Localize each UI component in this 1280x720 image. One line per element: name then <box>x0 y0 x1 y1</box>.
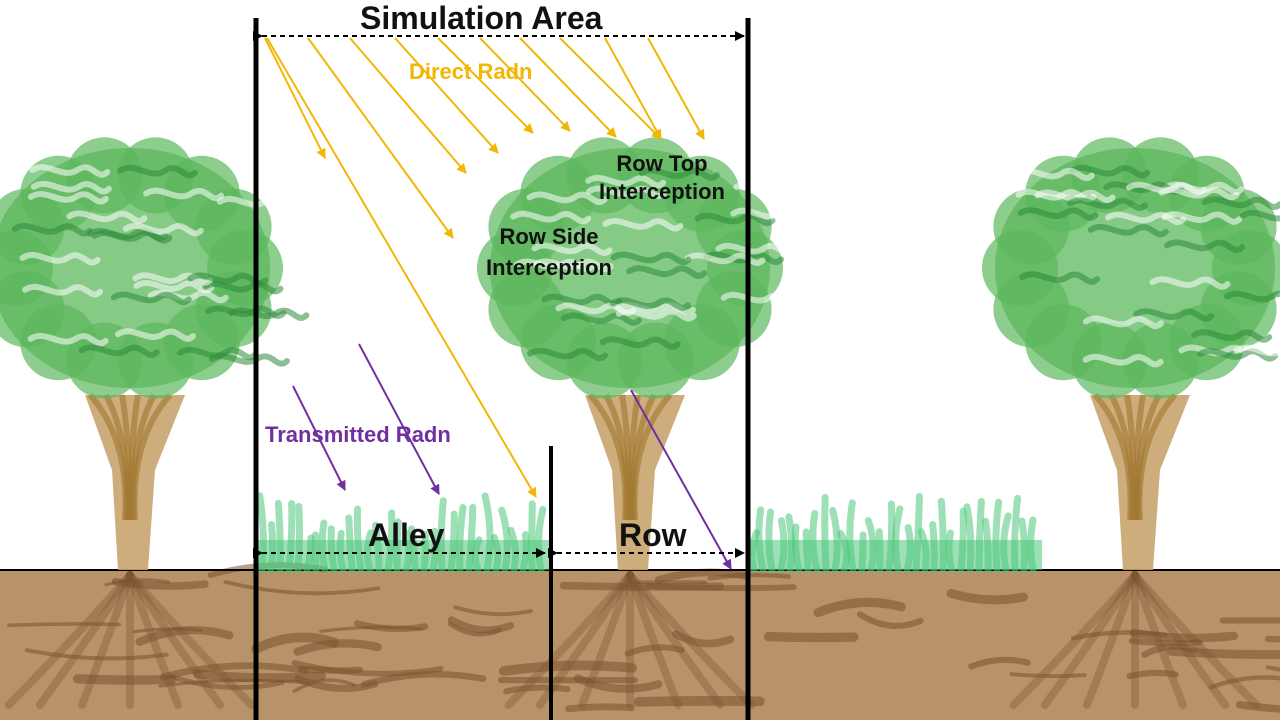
direct-radn-arrow <box>647 37 705 140</box>
grass-icon-right <box>748 492 1042 574</box>
soil-texture <box>4 562 1280 713</box>
direct-radn-label: Direct Radn <box>409 59 533 84</box>
row-top-interception-label: Row Top Interception <box>588 153 736 203</box>
row-top-line-2: Interception <box>599 179 725 204</box>
alley-label: Alley <box>368 517 445 553</box>
tree-icon-right <box>982 137 1280 570</box>
row-side-interception-label: Row Side Interception <box>474 226 624 279</box>
simulation-area-label: Simulation Area <box>360 0 603 36</box>
row-label: Row <box>619 517 687 553</box>
row-top-line-1: Row Top <box>616 151 708 176</box>
row-side-line-2: Interception <box>486 255 612 280</box>
direct-radn-arrow <box>266 37 537 498</box>
direct-radn-arrow <box>519 37 617 138</box>
direct-radn-arrow <box>437 37 534 134</box>
trees <box>0 137 1280 570</box>
simulation-boundaries <box>253 18 751 720</box>
tree-icon-left <box>0 137 310 570</box>
transmitted-radn-arrow <box>630 389 732 570</box>
direct-radn-arrow <box>264 37 326 159</box>
direct-radn-arrow <box>349 37 467 174</box>
direct-radn-arrow <box>604 37 662 140</box>
direct-radn-arrow <box>559 37 662 140</box>
direct-radn-arrow <box>307 37 454 239</box>
direct-radn-arrow <box>394 37 499 154</box>
transmitted-radn-arrow <box>358 343 440 495</box>
soil <box>0 562 1280 720</box>
row-side-line-1: Row Side <box>499 224 599 249</box>
tree-icon-center <box>477 137 815 570</box>
direct-radn-arrow <box>479 37 571 132</box>
direct-radn-arrows <box>264 37 705 498</box>
grass <box>256 492 1042 574</box>
transmitted-radn-arrow <box>292 385 346 491</box>
transmitted-radn-arrows <box>292 343 732 570</box>
dimension-lines <box>253 31 745 558</box>
transmitted-radn-label: Transmitted Radn <box>265 422 451 447</box>
